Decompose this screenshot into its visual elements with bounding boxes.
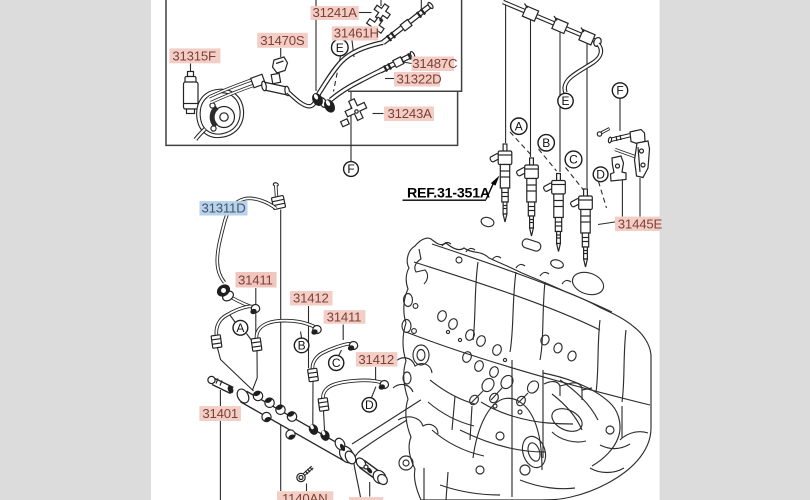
- svg-text:A: A: [236, 321, 244, 335]
- svg-text:REF.31-351A: REF.31-351A: [407, 186, 490, 202]
- svg-text:31322D: 31322D: [397, 72, 442, 87]
- svg-text:D: D: [596, 167, 605, 181]
- svg-text:C: C: [569, 153, 578, 167]
- svg-text:A: A: [515, 119, 523, 133]
- svg-text:E: E: [561, 94, 569, 108]
- svg-text:31470S: 31470S: [260, 33, 305, 48]
- svg-text:F: F: [347, 162, 354, 176]
- svg-text:1140AN: 1140AN: [282, 491, 327, 500]
- svg-text:31412: 31412: [293, 291, 329, 306]
- svg-text:31411: 31411: [238, 272, 273, 287]
- svg-text:31487C: 31487C: [412, 56, 458, 71]
- svg-text:31411: 31411: [327, 310, 362, 325]
- svg-text:31241A: 31241A: [313, 5, 358, 20]
- svg-text:31315F: 31315F: [172, 48, 216, 63]
- svg-text:31243A: 31243A: [388, 106, 433, 121]
- svg-text:D: D: [365, 398, 374, 412]
- svg-text:F: F: [616, 84, 623, 98]
- svg-text:31401: 31401: [202, 406, 238, 421]
- svg-text:E: E: [336, 41, 344, 55]
- svg-text:31445E: 31445E: [618, 216, 663, 231]
- svg-text:B: B: [542, 136, 550, 150]
- svg-text:31461H: 31461H: [334, 26, 379, 41]
- svg-text:31412: 31412: [358, 352, 394, 367]
- svg-text:C: C: [332, 356, 341, 370]
- svg-text:31311D: 31311D: [202, 201, 246, 216]
- svg-text:B: B: [298, 339, 306, 353]
